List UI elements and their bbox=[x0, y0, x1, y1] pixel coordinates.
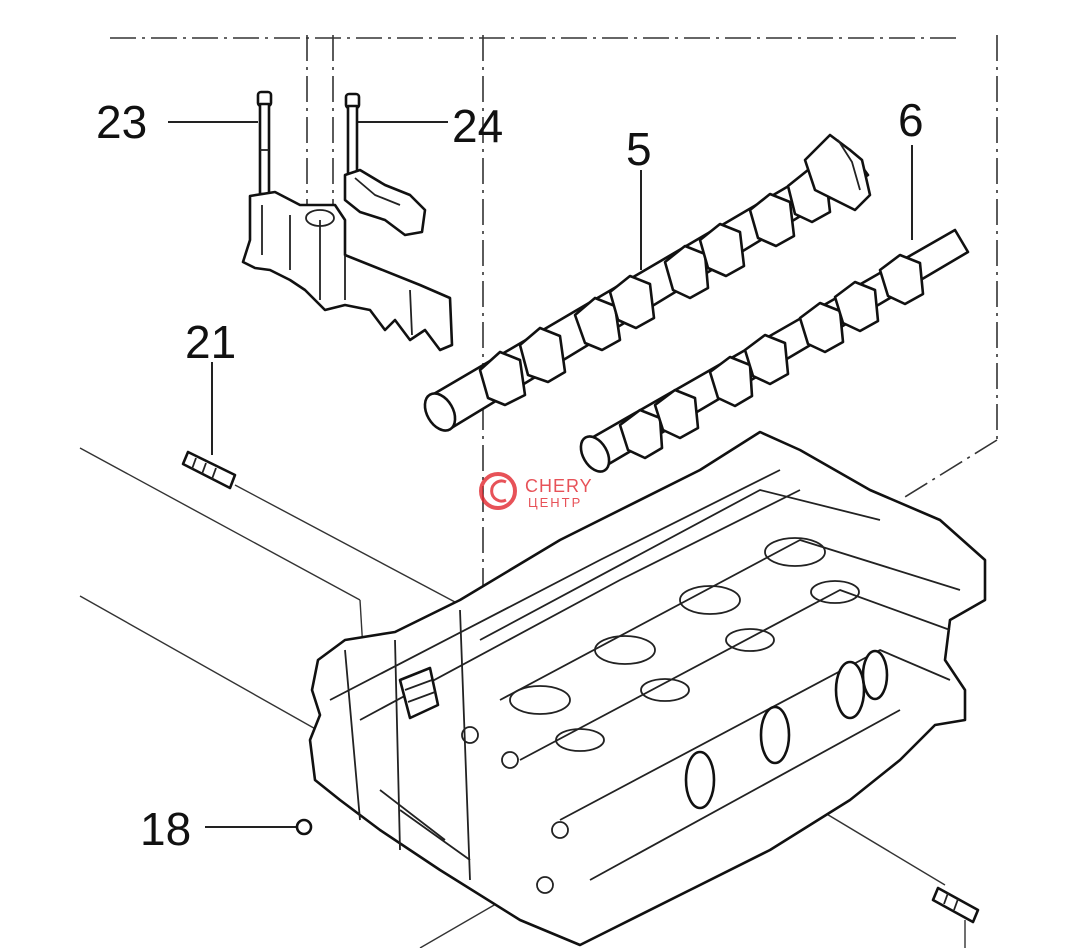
callout-leaders bbox=[168, 121, 913, 828]
callout-5: 5 bbox=[626, 123, 652, 175]
chery-watermark: CHERY ЦЕНТР bbox=[479, 472, 593, 510]
stud-21 bbox=[181, 450, 237, 490]
callout-6: 6 bbox=[898, 94, 924, 146]
stud-lower-right bbox=[931, 886, 980, 924]
watermark-subtitle: ЦЕНТР bbox=[528, 495, 582, 510]
callout-21: 21 bbox=[185, 316, 236, 368]
callout-23: 23 bbox=[96, 96, 147, 148]
plug-18 bbox=[295, 818, 313, 836]
camshaft-bearing-cap bbox=[241, 168, 454, 352]
cylinder-head bbox=[308, 430, 987, 947]
camshaft-6 bbox=[579, 228, 970, 473]
camshaft-5 bbox=[423, 133, 872, 432]
chery-logo-icon bbox=[479, 472, 517, 510]
callout-24: 24 bbox=[452, 100, 503, 152]
bolt-24 bbox=[344, 92, 361, 178]
watermark-brand: CHERY bbox=[525, 476, 593, 496]
callout-18: 18 bbox=[140, 803, 191, 855]
bolt-23 bbox=[256, 90, 273, 196]
